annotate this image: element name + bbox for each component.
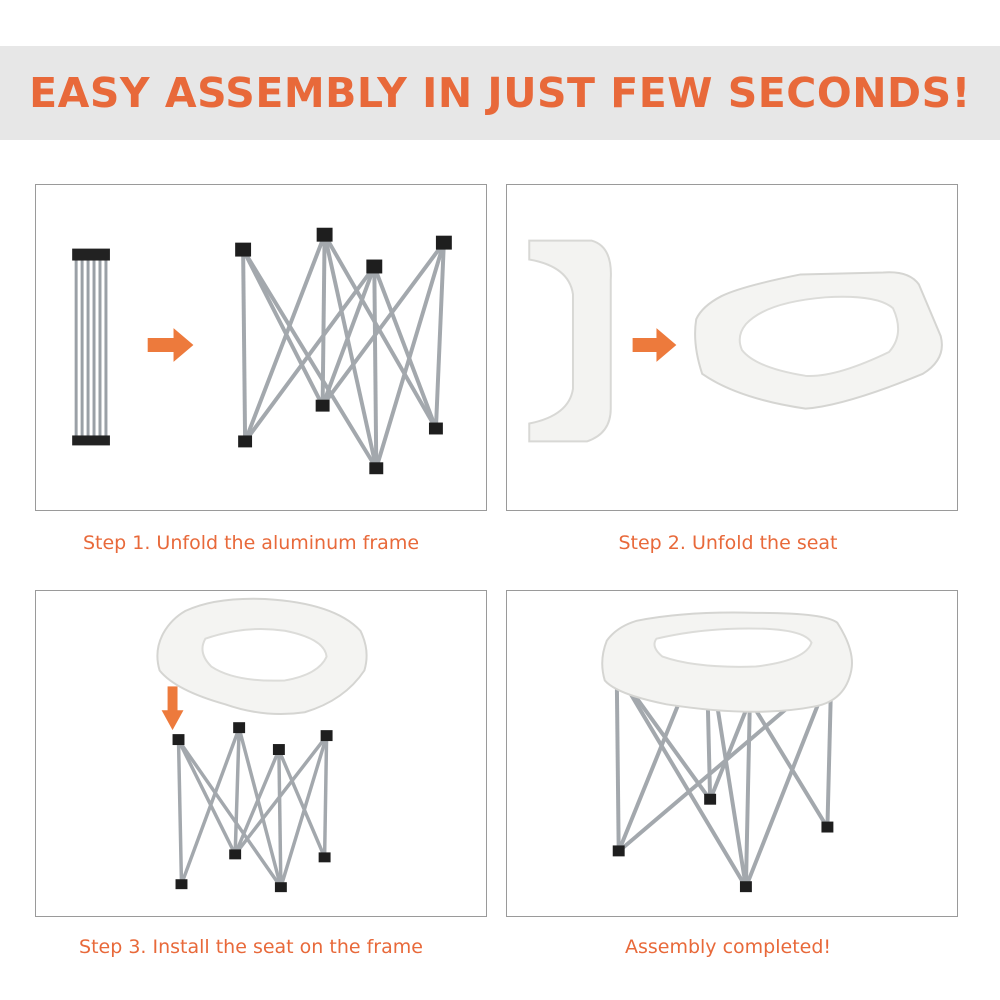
assembled-image bbox=[506, 590, 958, 917]
unfolded-frame bbox=[241, 233, 446, 470]
arrow-right-icon bbox=[147, 328, 194, 362]
arrow-right-icon bbox=[632, 328, 677, 362]
folded-frame bbox=[72, 248, 110, 446]
folded-seat bbox=[528, 239, 612, 443]
page-title: EASY ASSEMBLY IN JUST FEW SECONDS! bbox=[29, 69, 971, 117]
arrow-down-icon bbox=[161, 686, 184, 731]
step-3-caption: Step 3. Install the seat on the frame bbox=[79, 936, 423, 958]
step-3-image bbox=[35, 590, 487, 917]
step-1-image bbox=[35, 184, 487, 511]
step-1-caption: Step 1. Unfold the aluminum frame bbox=[82, 532, 420, 554]
step-2-caption: Step 2. Unfold the seat bbox=[618, 532, 838, 554]
assembled-caption: Assembly completed! bbox=[624, 936, 832, 958]
title-banner: EASY ASSEMBLY IN JUST FEW SECONDS! bbox=[0, 46, 1000, 140]
step-2-image bbox=[506, 184, 958, 511]
